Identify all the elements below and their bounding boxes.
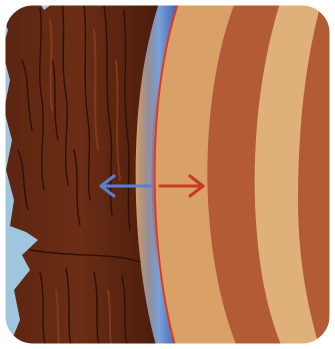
tree-growth-diagram bbox=[0, 0, 335, 349]
